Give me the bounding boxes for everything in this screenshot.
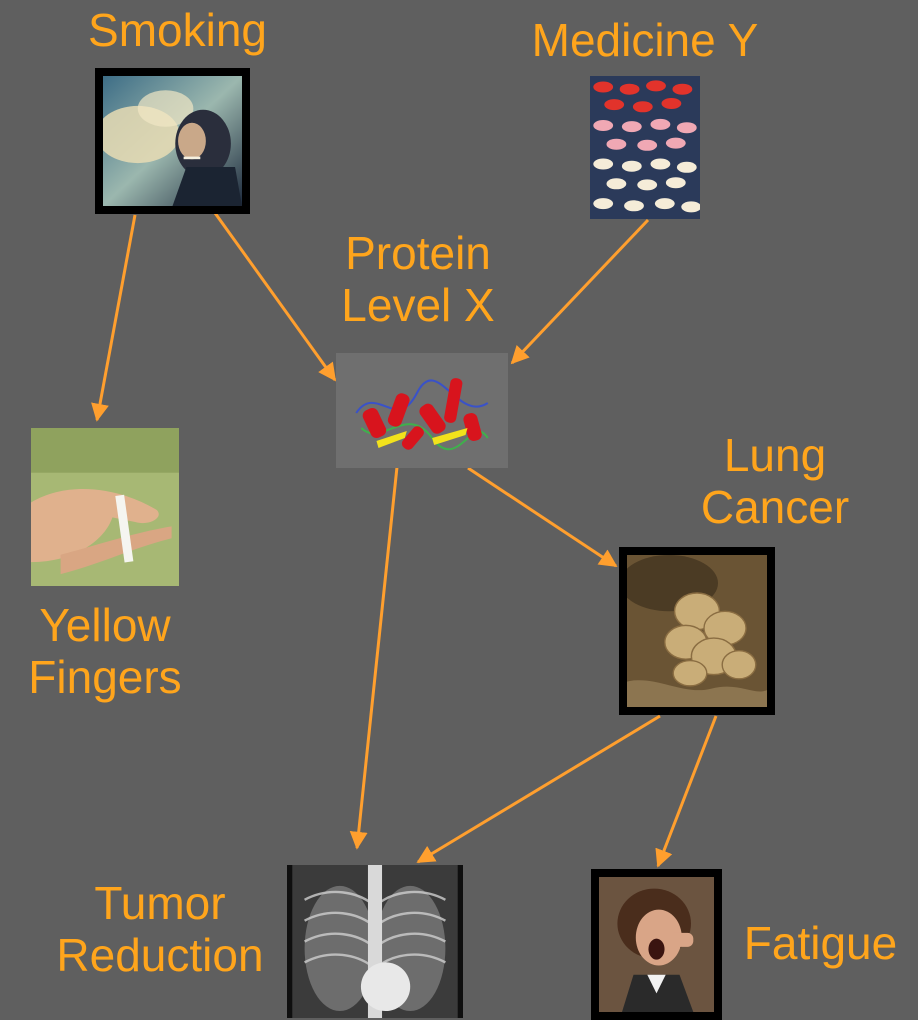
edge-smoking-to-yellow-fingers — [97, 215, 135, 420]
medicine-y-image — [590, 76, 700, 219]
tumor-reduction-label-line-1: Tumor — [40, 878, 280, 930]
lung-cancer-label-line-1: Lung — [675, 430, 875, 482]
lung-cancer-image — [619, 547, 775, 715]
smoking-label: Smoking — [75, 5, 280, 57]
tumor-reduction-label: Tumor Reduction — [40, 878, 280, 981]
fatigue-image — [591, 869, 722, 1020]
lung-cancer-label: Lung Cancer — [675, 430, 875, 533]
edge-protein-to-tumor-reduction — [357, 467, 397, 848]
yellow-fingers-label-line-1: Yellow — [5, 600, 205, 652]
yellow-fingers-label-line-2: Fingers — [5, 652, 205, 704]
medicine-y-label: Medicine Y — [505, 15, 785, 67]
fatigue-label: Fatigue — [728, 918, 913, 970]
smoking-image — [95, 68, 250, 214]
protein-level-x-label: Protein Level X — [318, 228, 518, 331]
tumor-reduction-xray-image — [287, 865, 463, 1018]
edge-medicine-to-protein — [512, 220, 648, 363]
yellow-fingers-image — [31, 428, 179, 586]
edge-lung-cancer-to-fatigue — [658, 716, 716, 866]
lung-cancer-label-line-2: Cancer — [675, 482, 875, 534]
protein-label-line-2: Level X — [318, 280, 518, 332]
edge-protein-to-lung-cancer — [468, 468, 616, 566]
edge-smoking-to-protein — [215, 213, 335, 380]
protein-label-line-1: Protein — [318, 228, 518, 280]
yellow-fingers-label: Yellow Fingers — [5, 600, 205, 703]
edge-lung-cancer-to-tumor-reduction — [418, 716, 660, 862]
protein-structure-image — [336, 353, 508, 468]
tumor-reduction-label-line-2: Reduction — [40, 930, 280, 982]
